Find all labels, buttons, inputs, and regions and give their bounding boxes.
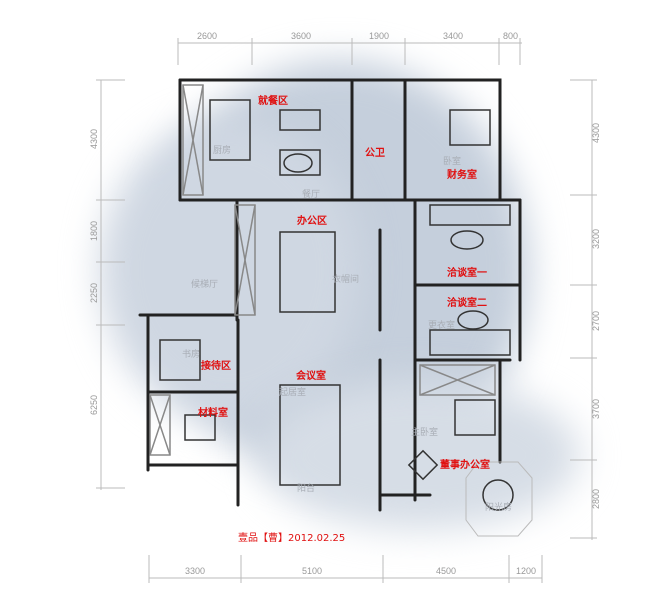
dim-bottom-2: 5100	[302, 566, 323, 576]
base-label-lift-hall: 候梯厅	[191, 280, 219, 290]
room-label-meeting-1: 洽谈室一	[447, 268, 487, 279]
wash-shading	[260, 380, 580, 530]
dim-bottom-1: 3300	[185, 566, 206, 576]
room-label-public-wc: 公卫	[365, 148, 385, 159]
base-label-bedroom: 卧室	[443, 157, 462, 167]
dim-top-5: 800	[503, 31, 519, 41]
base-label-study: 书房	[182, 350, 201, 360]
dim-right-1: 4300	[591, 122, 602, 144]
dim-top-3: 1900	[369, 31, 390, 41]
dim-right-5: 2800	[591, 488, 602, 510]
furniture	[159, 99, 514, 511]
base-label-sunroom: 阳光房	[485, 503, 513, 513]
base-label-kitchen: 厨房	[213, 146, 232, 156]
dim-top-1: 2600	[197, 31, 218, 41]
room-label-office: 办公区	[297, 216, 327, 227]
dim-top-2: 3600	[291, 31, 312, 41]
dim-bottom-4: 1200	[516, 566, 537, 576]
room-label-finance: 财务室	[447, 170, 477, 181]
dim-bottom-3: 4500	[436, 566, 457, 576]
dimension-lines	[96, 38, 597, 583]
base-label-living: 起居室	[279, 388, 307, 398]
room-label-dining: 就餐区	[258, 96, 288, 107]
dim-right-4: 3700	[591, 398, 602, 420]
dim-left-3: 2250	[89, 282, 100, 304]
x-braced-partitions	[149, 84, 496, 456]
base-label-balcony: 阳台	[297, 484, 316, 494]
dim-left-1: 4300	[89, 128, 100, 150]
dim-left-4: 6250	[89, 394, 100, 416]
room-label-chairman: 董事办公室	[440, 460, 490, 471]
dim-right-3: 2700	[591, 310, 602, 332]
dim-top-4: 3400	[443, 31, 464, 41]
room-label-materials: 材料室	[198, 408, 228, 419]
base-label-restaurant: 餐厅	[302, 190, 321, 200]
base-label-closet: 衣帽间	[332, 275, 360, 285]
wash-shading	[100, 120, 360, 420]
base-label-dressing: 更衣室	[428, 321, 456, 331]
base-label-master: 主卧室	[411, 428, 439, 438]
sunroom-outline	[465, 461, 533, 537]
dim-right-2: 3200	[591, 228, 602, 250]
room-label-meeting-2: 洽谈室二	[447, 298, 487, 309]
dim-left-2: 1800	[89, 220, 100, 242]
room-label-reception: 接待区	[201, 361, 231, 372]
room-label-conference: 会议室	[296, 371, 326, 382]
signature-date: 壹品【曹】2012.02.25	[238, 533, 346, 544]
